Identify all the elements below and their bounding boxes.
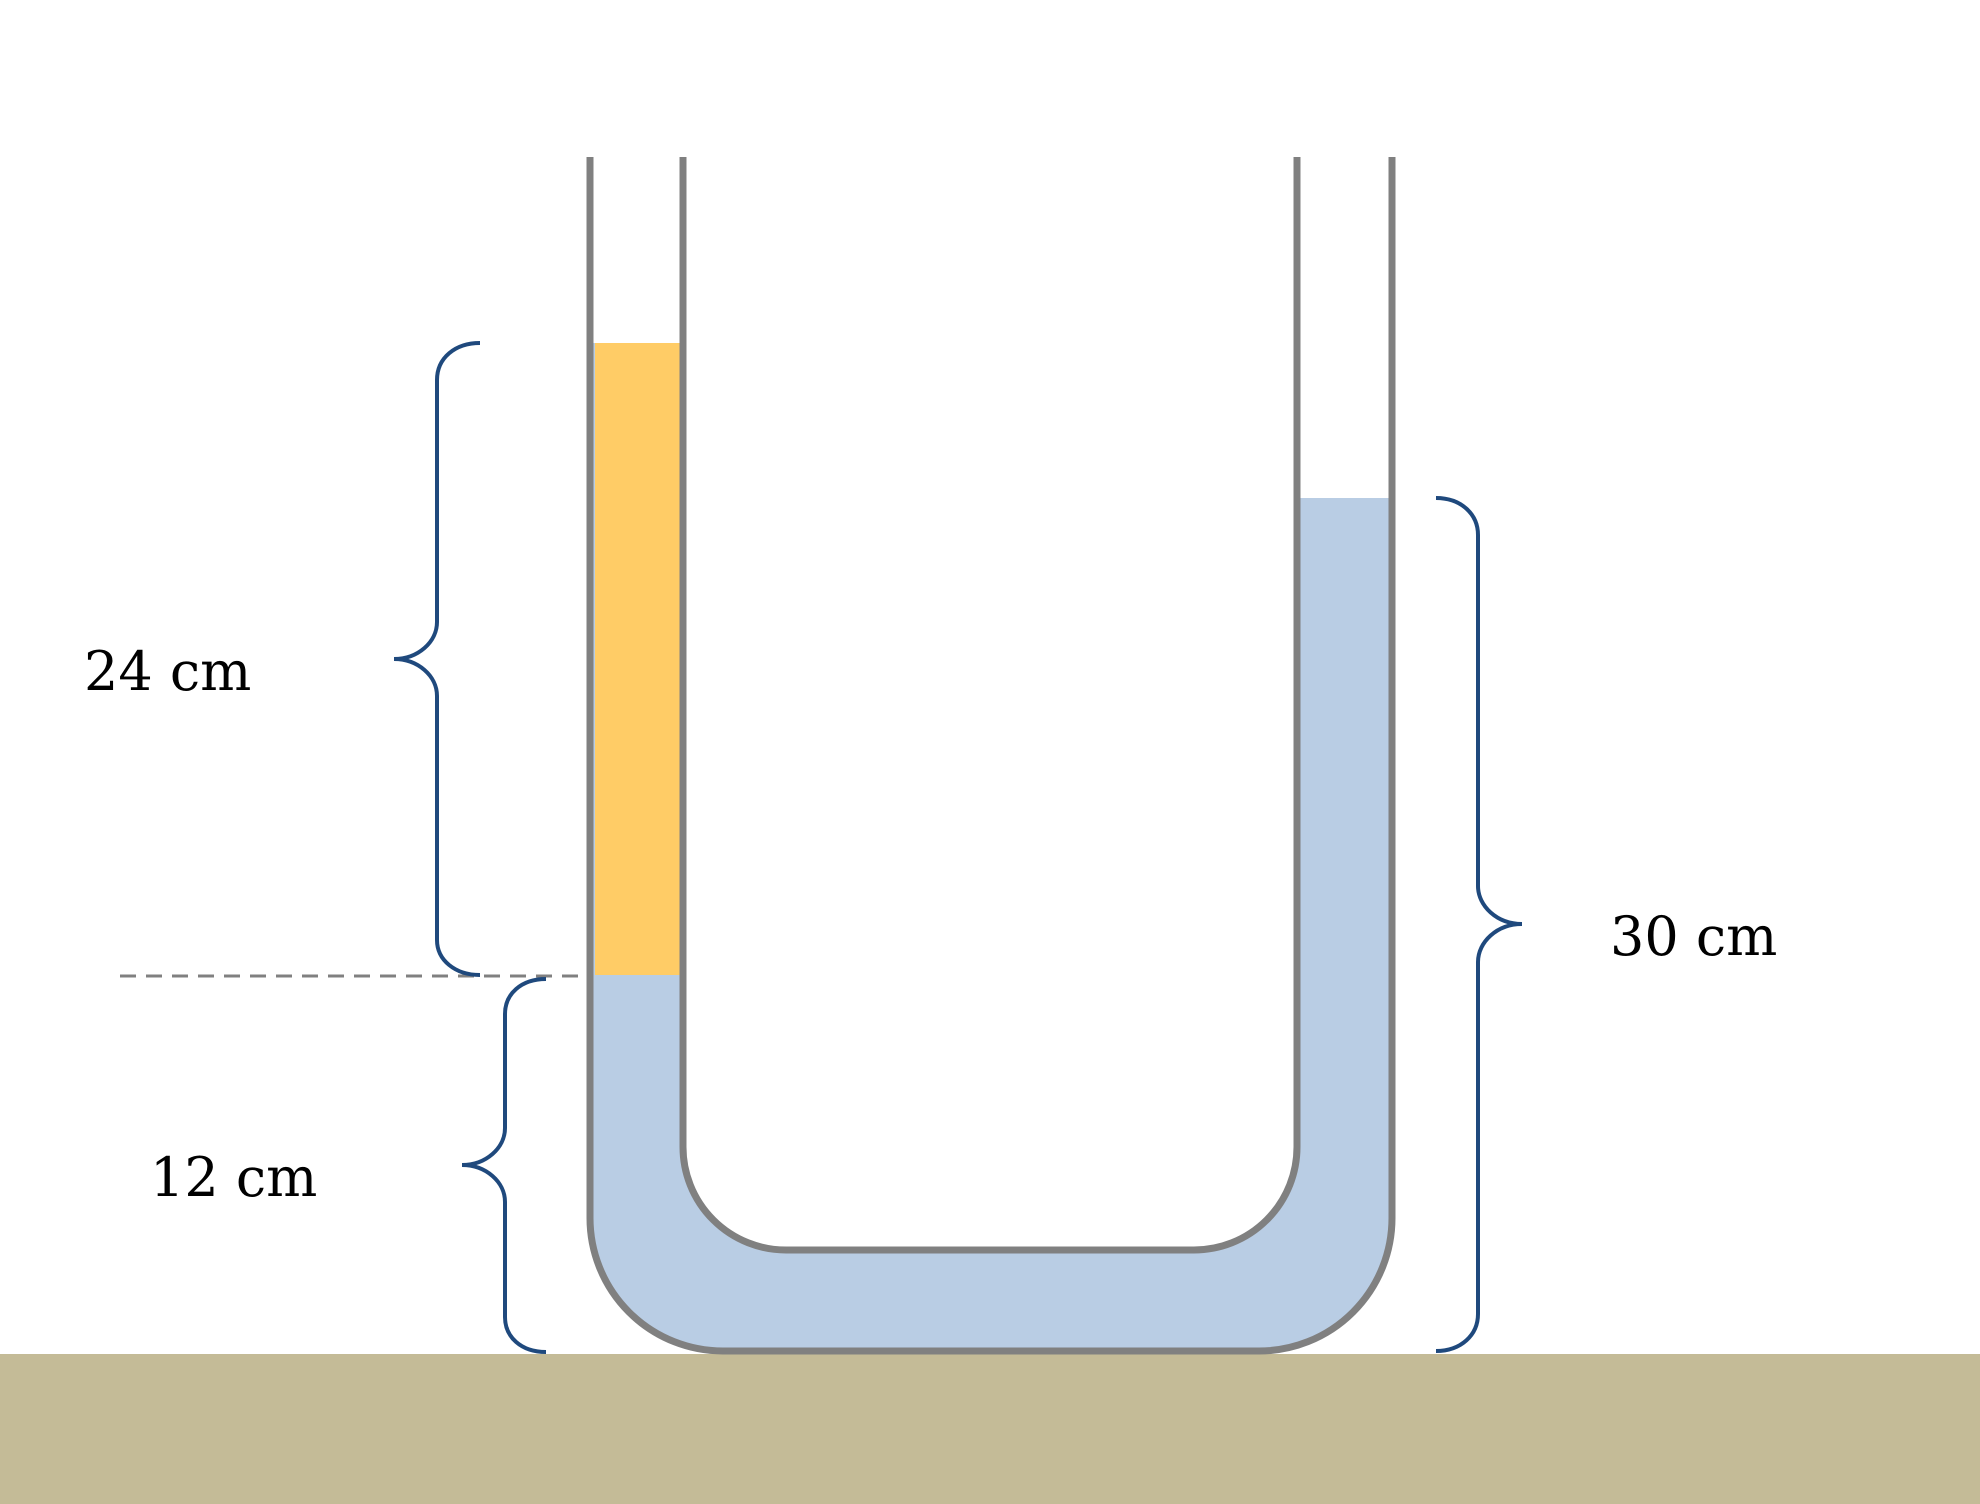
tube-outer-wall (586, 157, 1396, 1355)
tube-interior-gap (683, 157, 1297, 1250)
ground (0, 1354, 1980, 1504)
label-12cm: 12 cm (150, 1146, 317, 1209)
brace-24cm (393, 341, 481, 977)
label-24cm: 24 cm (84, 640, 251, 703)
oil-column (595, 343, 681, 975)
tube-inner-wall (679, 157, 1301, 1254)
right-arm-air (1299, 157, 1390, 498)
brace-30cm (1435, 496, 1523, 1353)
left-arm-air (593, 157, 681, 343)
brace-12cm (461, 977, 547, 1354)
label-30cm: 30 cm (1610, 905, 1777, 968)
